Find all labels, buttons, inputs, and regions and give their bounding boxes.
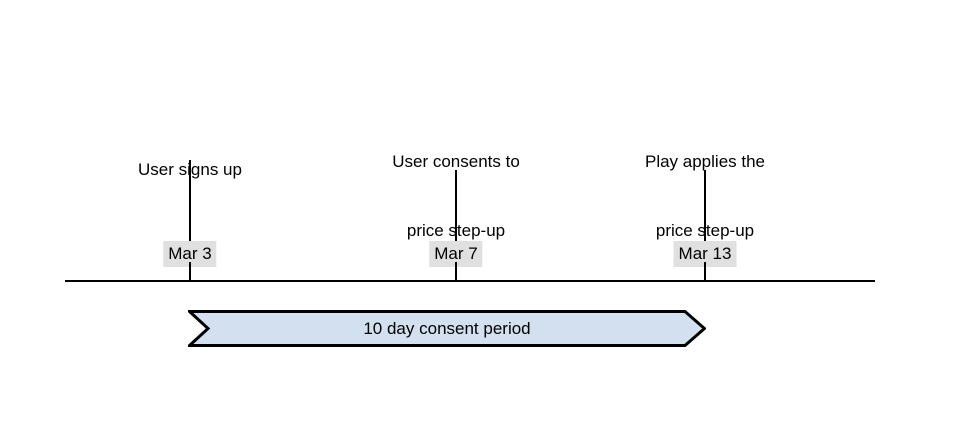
event-date-chip-signup: Mar 3 — [163, 241, 217, 267]
event-label-consent-line1: User consents to — [392, 152, 520, 171]
event-label-apply-line1: Play applies the — [644, 152, 766, 171]
consent-period-label: 10 day consent period — [363, 318, 531, 338]
event-label-apply: Play applies the price step-up — [645, 104, 765, 288]
event-label-consent-line2: price step-up — [406, 221, 506, 240]
timeline-axis-line — [65, 280, 875, 282]
event-label-consent: User consents to price step-up — [392, 104, 520, 288]
event-tick-consent-lower — [455, 262, 457, 281]
event-label-apply-line2: price step-up — [655, 221, 755, 240]
event-label-signup-line1: User signs up — [138, 160, 242, 179]
event-tick-signup — [189, 160, 191, 247]
event-tick-consent — [455, 170, 457, 247]
event-tick-apply — [704, 170, 706, 247]
event-label-signup: User signs up — [138, 112, 242, 227]
event-tick-apply-lower — [704, 262, 706, 281]
event-tick-signup-lower — [189, 262, 191, 281]
consent-period-banner: 10 day consent period — [188, 310, 706, 347]
consent-period-arrow-shape — [188, 310, 706, 347]
arrow-polygon — [188, 310, 706, 347]
